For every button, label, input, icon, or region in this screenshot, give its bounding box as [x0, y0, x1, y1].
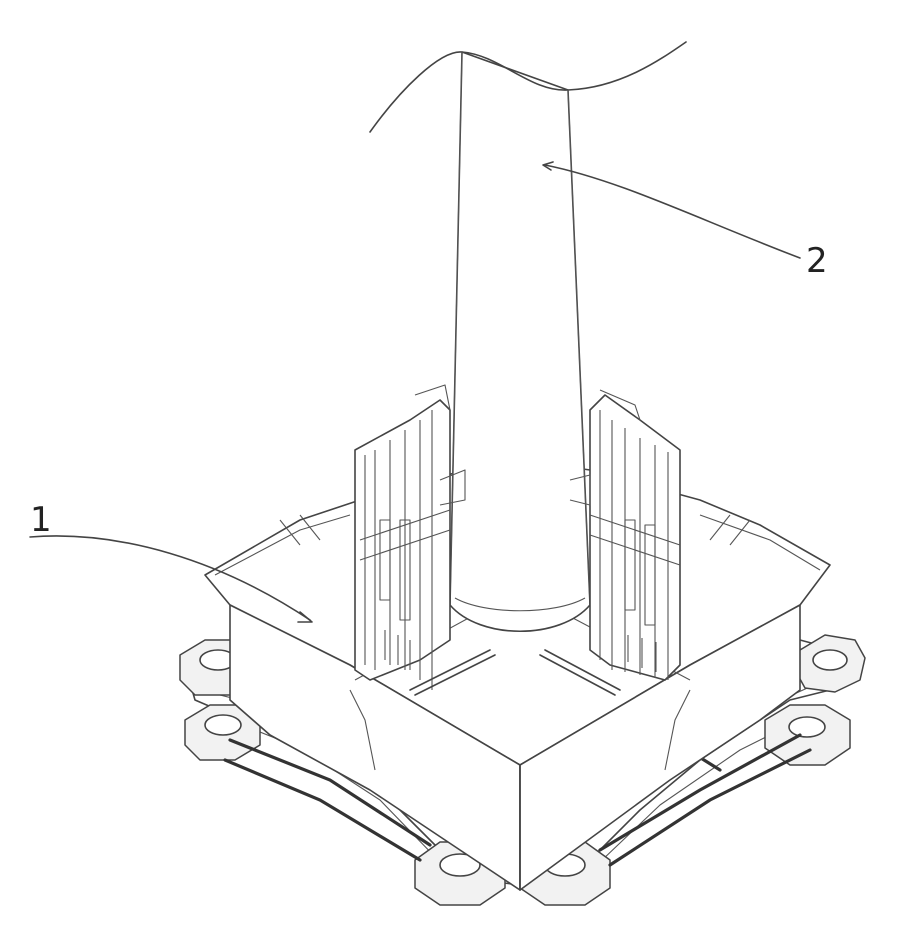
lug-right-lower — [765, 705, 850, 765]
reference-label-1: 1 — [30, 500, 52, 540]
lug-right — [795, 635, 865, 692]
leader-2 — [543, 162, 800, 258]
reference-label-2: 2 — [806, 241, 828, 281]
